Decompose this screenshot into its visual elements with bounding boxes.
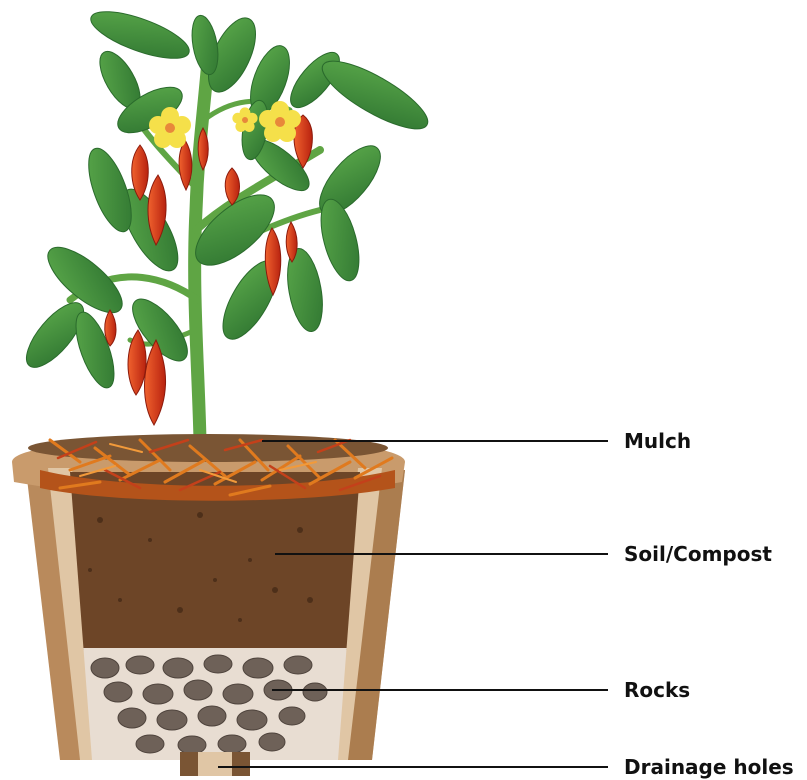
soil-compost-label: Soil/Compost — [624, 544, 772, 564]
mulch-label: Mulch — [624, 431, 691, 451]
drainage-holes — [180, 752, 250, 776]
drainage-holes-label: Drainage holes — [624, 757, 794, 777]
plant-leaves — [17, 2, 436, 392]
rocks-label: Rocks — [624, 680, 690, 700]
pot — [12, 434, 405, 776]
pepper-plant — [17, 2, 436, 440]
